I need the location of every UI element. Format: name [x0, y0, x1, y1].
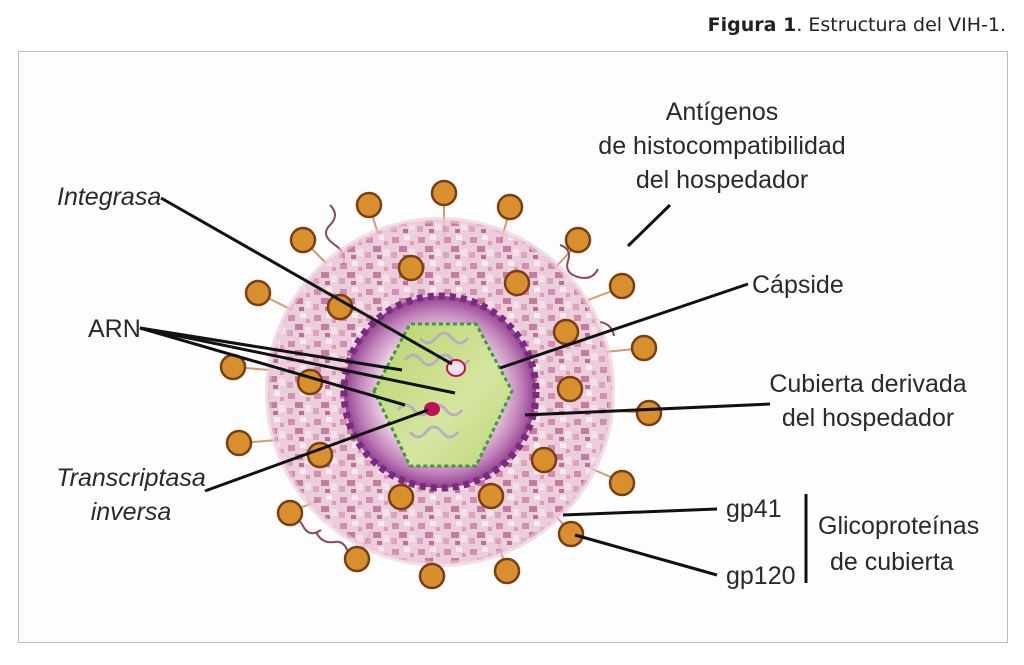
capsid-core — [372, 322, 514, 468]
label-reverse-transcriptase-line1: Transcriptasa — [56, 464, 206, 492]
figure-caption: Figura 1. Estructura del VIH-1. — [708, 14, 1006, 36]
label-host-envelope-line1: Cubierta derivada — [769, 370, 966, 398]
label-reverse-transcriptase-line2: inversa — [91, 498, 172, 526]
label-gp41: gp41 — [726, 495, 782, 523]
capsid-ring — [340, 292, 540, 492]
reverse-transcriptase-enzyme — [424, 402, 440, 416]
label-capsid: Cápside — [752, 271, 844, 299]
label-rna: ARN — [88, 315, 141, 343]
gp120-knobs — [219, 179, 663, 590]
label-gp120: gp120 — [726, 562, 796, 590]
label-antigens-line3: del hospedador — [636, 166, 808, 194]
label-antigens-line1: Antígenos — [666, 98, 779, 126]
label-host-envelope-line2: del hospedador — [782, 404, 954, 432]
label-envelope-glycoproteins-line2: de cubierta — [830, 548, 954, 576]
caption-figure-number: Figura 1 — [707, 14, 797, 36]
label-envelope-glycoproteins-line1: Glicoproteínas — [818, 512, 979, 540]
caption-text: . Estructura del VIH-1. — [796, 14, 1006, 36]
label-integrase: Integrasa — [57, 183, 161, 211]
label-antigens-line2: de histocompatibilidad — [598, 132, 845, 160]
leader-lines — [139, 196, 808, 583]
